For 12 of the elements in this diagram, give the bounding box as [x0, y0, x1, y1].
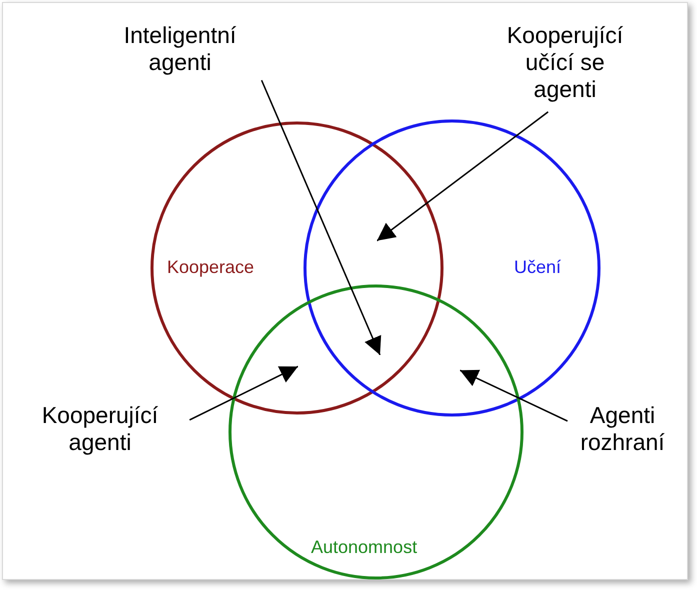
- label-text: Kooperující agenti: [40, 402, 160, 456]
- circle-label: Autonomnost: [311, 537, 418, 558]
- leader-arrow: [189, 366, 298, 421]
- venn-circle: [228, 284, 524, 580]
- label-text: Agenti rozhraní: [579, 402, 666, 456]
- circle-label: Kooperace: [167, 257, 254, 278]
- label-text: Inteligentní agenti: [122, 22, 238, 76]
- label-text: Kooperující učící se agenti: [506, 22, 624, 103]
- leader-arrow: [460, 370, 568, 422]
- circle-label: Učení: [514, 257, 562, 278]
- leader-arrow: [376, 111, 549, 242]
- leader-arrow: [260, 80, 382, 356]
